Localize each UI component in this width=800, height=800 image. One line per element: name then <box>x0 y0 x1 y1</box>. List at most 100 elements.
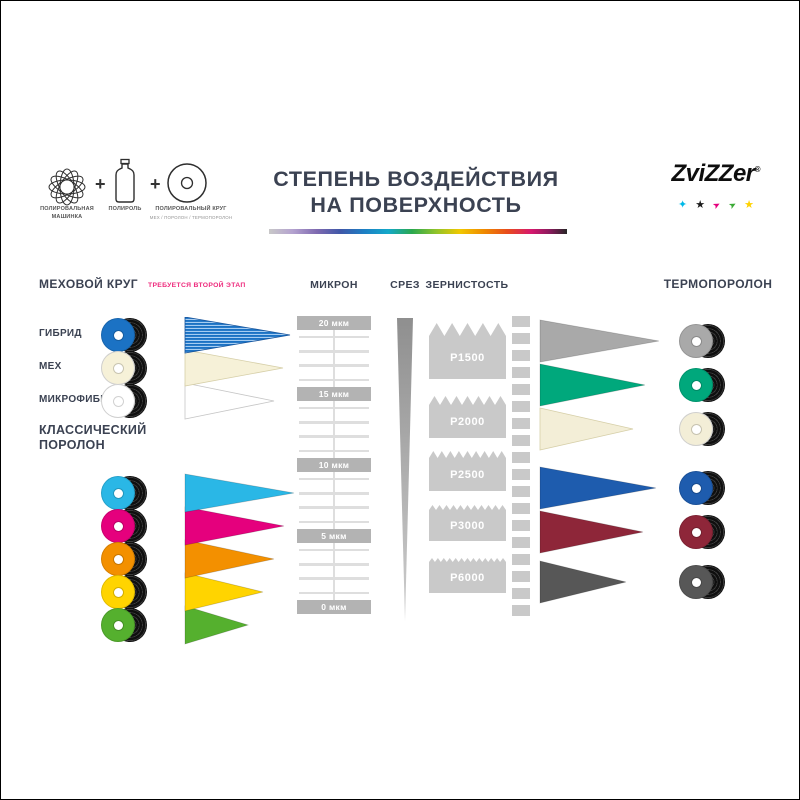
cyan-range-triangle <box>184 473 295 513</box>
disc-center-hole <box>113 554 123 564</box>
classic-pad-disc <box>101 542 147 576</box>
pad-face-disc <box>101 509 135 543</box>
fur-range-triangles <box>184 316 296 421</box>
disc-center-hole <box>113 620 123 630</box>
polisher-machine-icon <box>41 165 93 214</box>
pad-face-disc <box>101 575 135 609</box>
darkgray-range-triangle <box>539 560 627 604</box>
classic-title-line1: КЛАССИЧЕСКИЙ <box>39 423 147 437</box>
disc-center-hole <box>113 488 123 498</box>
grit-box: P1500 <box>429 323 506 379</box>
pad-face-disc <box>679 515 713 549</box>
pad-label-block: ПОЛИРОВАЛЬНЫЙ КРУГ МЕХ / ПОРОЛОН / ТЕРМО… <box>144 206 238 221</box>
brand-marks-row: ✦★➤➤★ <box>656 198 776 212</box>
gray-range-triangle <box>539 319 660 363</box>
thermo-pad-disc <box>679 515 725 549</box>
spark-star-icon: ✦ <box>677 198 688 211</box>
microfiber-range-triangle <box>184 382 275 420</box>
thermo-pad-disc <box>679 324 725 358</box>
fur-pad-disc <box>101 318 147 352</box>
pad-face-disc <box>101 384 135 418</box>
polishing-pad-icon <box>166 162 208 209</box>
fur-pad-label: ГИБРИД <box>39 328 82 339</box>
fur-pad-label: МИКРОФИБРА <box>39 394 114 405</box>
micron-scale-label: 20 мкм <box>297 316 371 330</box>
disc-center-hole <box>113 587 123 597</box>
thermo-pad-disc <box>679 471 725 505</box>
thermo-pad-disc <box>679 368 725 402</box>
swoosh-icon: ➤ <box>726 198 738 211</box>
pad-face-disc <box>679 565 713 599</box>
grit-box: P2500 <box>429 451 506 491</box>
disc-center-hole <box>113 363 123 373</box>
orange-range-triangle <box>184 539 275 579</box>
pad-face-disc <box>101 542 135 576</box>
disc-center-hole <box>691 424 701 434</box>
pad-face-disc <box>101 476 135 510</box>
page-title-line2: НА ПОВЕРХНОСТЬ <box>310 193 522 217</box>
grit-column-title: ЗЕРНИСТОСТЬ <box>425 279 509 291</box>
machine-label: ПОЛИРОВАЛЬНАЯ МАШИНКА <box>40 206 94 220</box>
classic-range-triangles <box>184 471 298 646</box>
pad-label: ПОЛИРОВАЛЬНЫЙ КРУГ <box>155 206 227 212</box>
cut-wedge <box>397 318 413 621</box>
brand-name: ZviZZer <box>671 160 755 187</box>
fur-pad-disc <box>101 351 147 385</box>
micron-column-title: МИКРОН <box>310 279 358 291</box>
pad-sublabel: МЕХ / ПОРОЛОН / ТЕРМОПОРОЛОН <box>149 214 233 220</box>
thermo-pad-disc <box>679 412 725 446</box>
dashed-divider-column <box>512 316 530 617</box>
blue-range-triangle <box>539 466 657 510</box>
hybrid-range-triangle <box>184 316 291 354</box>
pad-face-disc <box>101 351 135 385</box>
swoosh-icon: ➤ <box>710 198 723 211</box>
pad-face-disc <box>679 324 713 358</box>
maroon-range-triangle <box>539 510 644 554</box>
classic-pad-disc <box>101 476 147 510</box>
classic-pad-disc <box>101 509 147 543</box>
teal-range-triangle <box>539 363 646 407</box>
impact-gradient-bar <box>269 229 567 234</box>
brand-logo: ZviZZer® <box>656 162 776 186</box>
grit-box: P3000 <box>429 505 506 541</box>
fur-pad-disc <box>101 384 147 418</box>
disc-center-hole <box>113 330 123 340</box>
disc-center-hole <box>691 336 701 346</box>
micron-scale-label: 15 мкм <box>297 387 371 401</box>
micron-scale-label: 0 мкм <box>297 600 371 614</box>
thermo-section-title: ТЕРМОПОРОЛОН <box>663 277 773 291</box>
classic-title-line2: ПОРОЛОН <box>39 438 105 452</box>
classic-pad-disc <box>101 575 147 609</box>
thermo-range-triangles <box>539 316 664 608</box>
disc-center-hole <box>691 380 701 390</box>
star-icon: ★ <box>744 198 755 211</box>
pad-face-disc <box>679 412 713 446</box>
disc-center-hole <box>113 521 123 531</box>
disc-center-hole <box>113 396 123 406</box>
thermo-pad-disc <box>679 565 725 599</box>
page-title-line1: СТЕПЕНЬ ВОЗДЕЙСТВИЯ <box>273 167 559 191</box>
magenta-range-triangle <box>184 506 285 546</box>
classic-section-title: КЛАССИЧЕСКИЙ ПОРОЛОН <box>39 423 147 453</box>
yellow-range-triangle <box>184 572 264 612</box>
classic-pad-disc <box>101 608 147 642</box>
disc-center-hole <box>691 577 701 587</box>
green-range-triangle <box>184 605 250 645</box>
pad-face-disc <box>101 318 135 352</box>
plus-sign: + <box>150 174 161 194</box>
cut-column-title: СРЕЗ <box>390 279 420 291</box>
micron-scale-label: 5 мкм <box>297 529 371 543</box>
fur-second-step-note: ТРЕБУЕТСЯ ВТОРОЙ ЭТАП <box>148 282 246 289</box>
grit-box: P6000 <box>429 558 506 593</box>
registered-mark: ® <box>754 165 761 174</box>
pad-face-disc <box>679 471 713 505</box>
fur-section-title: МЕХОВОЙ КРУГ <box>39 277 138 291</box>
disc-center-hole <box>691 483 701 493</box>
polish-bottle-icon <box>112 158 138 209</box>
plus-sign: + <box>95 174 106 194</box>
polish-label: ПОЛИРОЛЬ <box>108 206 142 212</box>
pad-face-disc <box>679 368 713 402</box>
